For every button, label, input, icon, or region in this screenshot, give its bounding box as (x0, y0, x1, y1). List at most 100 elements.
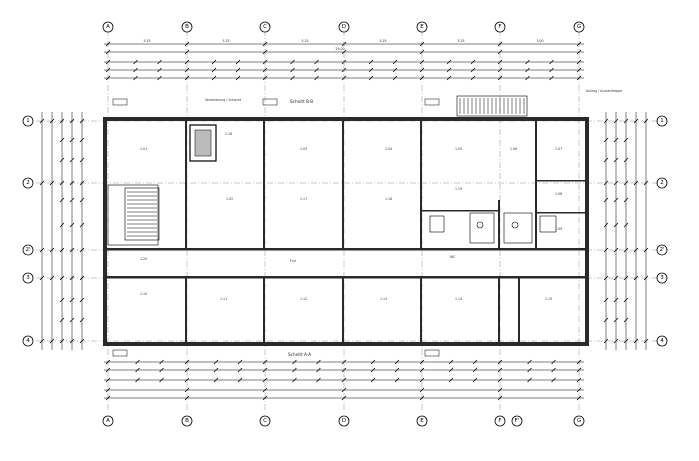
dim-tick (211, 59, 217, 65)
dim-tick (79, 247, 85, 253)
dim-tick (314, 75, 319, 81)
dim-tick (394, 359, 400, 365)
dim-tick (551, 359, 556, 365)
dim-tick (262, 59, 268, 65)
dim-tick (448, 377, 454, 383)
dim-tick (69, 180, 75, 186)
dim-tick (135, 377, 140, 383)
dim-tick (69, 297, 75, 303)
dim-tick (419, 395, 425, 401)
interior-walls (107, 121, 585, 342)
dim-tick (551, 377, 556, 383)
room-code: 1.14 (455, 297, 462, 301)
dim-tick (69, 317, 75, 323)
dim-tick (262, 395, 268, 401)
room-code: 1.01 (140, 147, 147, 151)
dim-tick (262, 67, 268, 73)
dim-tick (133, 67, 138, 73)
dim-tick (262, 359, 268, 365)
dim-tick (49, 180, 55, 186)
dim-tick (159, 377, 164, 383)
dim-tick (314, 59, 319, 65)
dim-tick (79, 338, 85, 344)
dim-tick (419, 49, 425, 55)
dim-tick (497, 367, 503, 373)
dim-tick (184, 359, 190, 365)
room-code: 1.08 (555, 192, 562, 196)
grid-label: D (342, 24, 346, 30)
room-code: 1.17 (300, 197, 307, 201)
dim-tick (105, 49, 111, 55)
dim-tick (613, 317, 619, 323)
dim-tick (613, 197, 619, 203)
grid-bubbles-left: 1 2 2' 3 4 (22, 115, 34, 347)
dim-tick (603, 197, 609, 203)
dim-tick (470, 75, 476, 81)
dim-tick (470, 59, 476, 65)
room-code: 1.19 (455, 187, 462, 191)
grid-label: F' (515, 418, 520, 424)
grid-label: B (185, 418, 189, 424)
dim-tick (59, 157, 65, 163)
dim-tick (419, 377, 425, 383)
dim-tick (49, 275, 55, 281)
grid-label: 2' (25, 247, 30, 253)
grid-label: F (498, 418, 501, 424)
dim-tick (448, 359, 454, 365)
dim-tick (497, 41, 503, 47)
dim-tick (184, 41, 190, 47)
dim-tick (497, 75, 503, 81)
dim-tick (235, 67, 241, 73)
dim-tick (69, 197, 75, 203)
dim-tick (262, 377, 268, 383)
room-code: 1.05 (455, 147, 462, 151)
dim-tick (213, 359, 219, 365)
overall-dimension: 29.00 (335, 47, 344, 51)
dim-tick (211, 75, 217, 81)
dim-tick (603, 157, 609, 163)
dim-tick (603, 275, 609, 281)
room-code: 1.15 (545, 297, 552, 301)
dim-tick (59, 275, 65, 281)
dim-tick (497, 67, 503, 73)
dim-tick (79, 317, 85, 323)
dim-tick (59, 338, 65, 344)
dim-tick (69, 338, 75, 344)
dim-tick (69, 118, 75, 124)
dim-tick (59, 118, 65, 124)
dim-tick (613, 247, 619, 253)
dimension-chains-left (39, 112, 85, 350)
bay-dimension: 5.25 (222, 39, 229, 43)
dim-tick (446, 59, 452, 65)
grid-label: C (263, 418, 267, 424)
dim-tick (341, 367, 347, 373)
dim-tick (549, 67, 554, 73)
dim-tick (527, 377, 532, 383)
grid-label: E (420, 418, 424, 424)
dim-tick (341, 377, 347, 383)
dim-tick (135, 359, 140, 365)
dim-tick (419, 67, 425, 73)
dim-tick (262, 75, 268, 81)
grid-label: 2 (660, 180, 664, 186)
dim-tick (419, 59, 425, 65)
room-code: 1.04 (385, 147, 392, 151)
grid-label: G (577, 418, 581, 424)
bay-dimension: 5.25 (301, 39, 308, 43)
room-code: 1.10 (140, 292, 147, 296)
grid-label: 1 (660, 118, 664, 124)
dim-tick (623, 247, 629, 253)
dim-tick (39, 338, 45, 344)
dim-tick (59, 297, 65, 303)
dim-tick (576, 67, 582, 73)
dim-tick (576, 59, 582, 65)
dim-tick (184, 49, 190, 55)
bay-dimension: 5.25 (143, 39, 150, 43)
dim-tick (576, 359, 582, 365)
dim-tick (105, 395, 111, 401)
dim-tick (59, 137, 65, 143)
dim-tick (213, 377, 219, 383)
annotations: Schnitt B-B Schnitt A-A Verankerung / Sc… (112, 89, 622, 357)
dim-tick (576, 395, 582, 401)
dim-tick (39, 118, 45, 124)
